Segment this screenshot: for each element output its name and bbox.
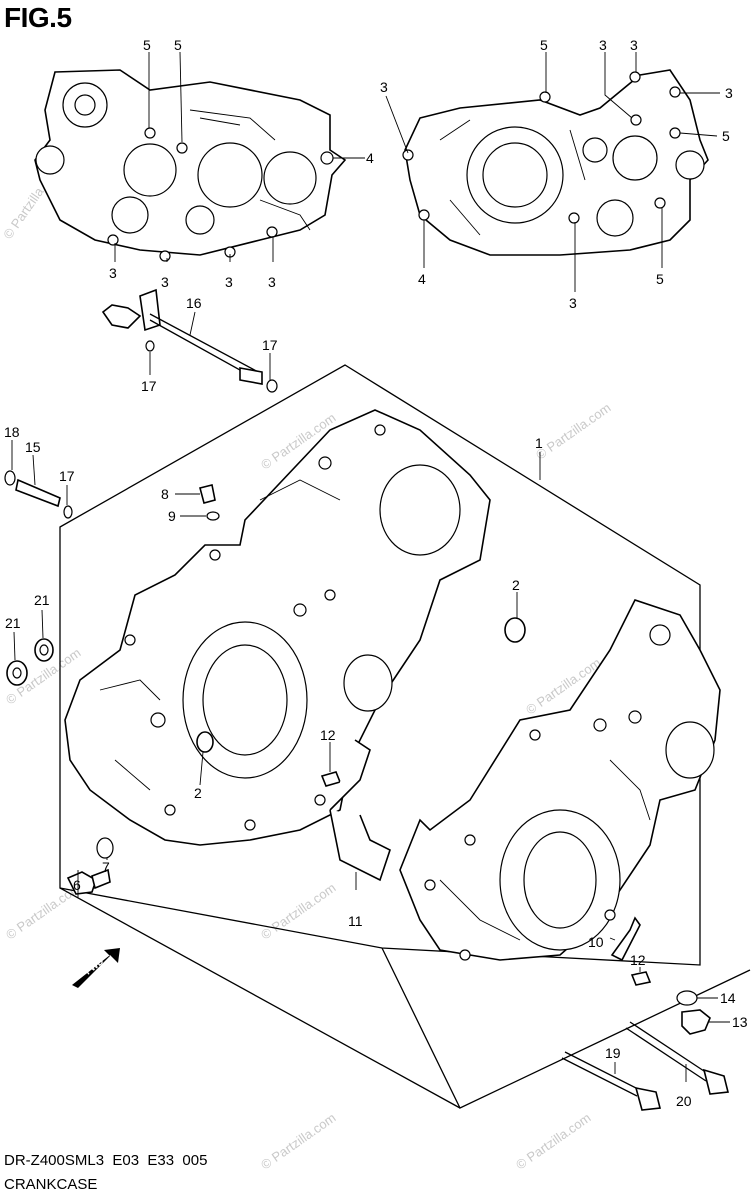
callout-13: 13 bbox=[732, 1014, 748, 1030]
retainer-plate-right bbox=[610, 916, 641, 962]
callout-3: 3 bbox=[225, 274, 233, 290]
callout-5: 5 bbox=[540, 37, 548, 53]
callout-3: 3 bbox=[161, 274, 169, 290]
right-crankcase-detail bbox=[402, 69, 709, 256]
leader-2-lower bbox=[199, 751, 204, 786]
callout-12: 12 bbox=[320, 727, 336, 743]
callout-2: 2 bbox=[512, 577, 520, 593]
long-bolt bbox=[561, 1051, 661, 1111]
callout-17: 17 bbox=[59, 468, 75, 484]
leader-15 bbox=[32, 454, 36, 486]
fwd-arrow-icon: FWD bbox=[72, 948, 120, 988]
callout-17: 17 bbox=[262, 337, 278, 353]
callout-20: 20 bbox=[676, 1093, 692, 1109]
callout-21: 21 bbox=[5, 615, 21, 631]
fwd-label: FWD bbox=[83, 956, 106, 977]
plug bbox=[681, 1009, 711, 1035]
watermark: © Partzilla.com bbox=[258, 880, 338, 943]
callout-8: 8 bbox=[161, 486, 169, 502]
leader-lines-right-detail bbox=[385, 52, 720, 292]
left-crankcase-detail bbox=[34, 69, 347, 262]
callout-21: 21 bbox=[34, 592, 50, 608]
figure-title: FIG.5 bbox=[4, 2, 72, 33]
callout-2: 2 bbox=[194, 785, 202, 801]
callout-15: 15 bbox=[25, 439, 41, 455]
callout-1: 1 bbox=[535, 435, 543, 451]
gasket bbox=[676, 990, 698, 1006]
dowel-pin bbox=[196, 731, 214, 753]
watermark: © Partzilla.com bbox=[258, 1110, 338, 1173]
callout-17: 17 bbox=[141, 378, 157, 394]
callout-3: 3 bbox=[380, 79, 388, 95]
watermark: © Partzilla.com bbox=[533, 400, 613, 463]
oil-pipe bbox=[101, 288, 278, 393]
callout-3: 3 bbox=[599, 37, 607, 53]
callout-7: 7 bbox=[102, 859, 110, 875]
callout-5: 5 bbox=[722, 128, 730, 144]
callout-11: 11 bbox=[348, 913, 363, 929]
retainer-plate bbox=[329, 739, 391, 882]
bolt bbox=[630, 971, 652, 986]
leader-21-b bbox=[41, 609, 44, 639]
callout-14: 14 bbox=[720, 990, 736, 1006]
callout-3: 3 bbox=[109, 265, 117, 281]
watermark: © Partzilla.com bbox=[3, 880, 83, 943]
callout-3: 3 bbox=[725, 85, 733, 101]
crankcase-left-half bbox=[64, 409, 491, 846]
callout-16: 16 bbox=[186, 295, 202, 311]
watermark: © Partzilla.com bbox=[513, 1110, 593, 1173]
section-name: CRANKCASE bbox=[4, 1176, 98, 1193]
callout-3: 3 bbox=[268, 274, 276, 290]
leader-10 bbox=[609, 937, 616, 941]
oil-nozzle bbox=[199, 484, 220, 521]
leader-lines-left-detail bbox=[114, 51, 365, 262]
callout-18: 18 bbox=[4, 424, 20, 440]
callout-5: 5 bbox=[174, 37, 182, 53]
callout-4: 4 bbox=[366, 150, 374, 166]
callout-5: 5 bbox=[143, 37, 151, 53]
model-code: DR-Z400SML3 E03 E33 005 bbox=[4, 1152, 208, 1169]
crankcase-right-half bbox=[399, 599, 721, 961]
dowel-pin bbox=[504, 617, 526, 643]
callout-3: 3 bbox=[569, 295, 577, 311]
callout-labels: 5 5 4 3 3 3 3 3 5 3 3 3 5 4 3 5 16 17 17… bbox=[4, 37, 748, 1109]
callout-4: 4 bbox=[418, 271, 426, 287]
cap bbox=[6, 638, 54, 686]
callout-10: 10 bbox=[588, 934, 604, 950]
oil-pipe-short bbox=[4, 470, 73, 519]
callout-6: 6 bbox=[73, 877, 81, 893]
leader-21-a bbox=[13, 631, 16, 661]
leader-16 bbox=[189, 311, 196, 336]
crankcase-set-bracket-base bbox=[59, 887, 461, 1109]
callout-3: 3 bbox=[630, 37, 638, 53]
callout-12: 12 bbox=[630, 952, 646, 968]
callout-9: 9 bbox=[168, 508, 176, 524]
callout-19: 19 bbox=[605, 1045, 621, 1061]
callout-5: 5 bbox=[656, 271, 664, 287]
drain-bolt bbox=[66, 837, 114, 895]
long-bolt-flanged bbox=[625, 1021, 729, 1095]
